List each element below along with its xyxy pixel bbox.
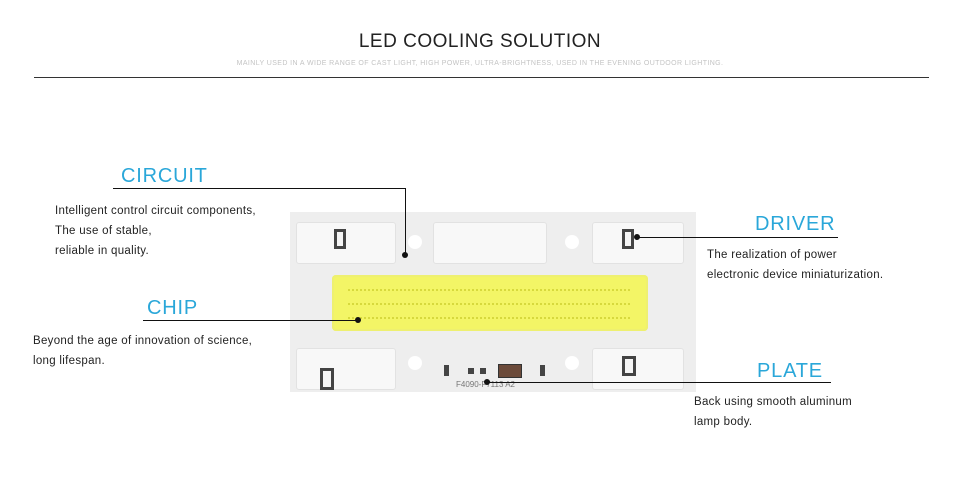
chip-heading: CHIP [147, 297, 198, 319]
component-top-left-inner [337, 232, 343, 246]
circuit-pointer-dot [402, 252, 408, 258]
driver-line-1: The realization of power [707, 249, 837, 261]
driver-line-2: electronic device miniaturization. [707, 269, 884, 281]
bottom-left-pad [296, 348, 396, 390]
plate-pointer-dot [484, 379, 490, 385]
chip-pointer-dot [355, 317, 361, 323]
chip-line-1: Beyond the age of innovation of science, [33, 335, 253, 347]
driver-heading: DRIVER [755, 213, 836, 235]
chip-leader-line [143, 320, 358, 321]
header-divider [34, 77, 929, 78]
circuit-line-2: The use of stable, [55, 225, 152, 237]
plate-heading: PLATE [757, 360, 823, 382]
circuit-line-3: reliable in quality. [55, 245, 150, 257]
mount-hole-bottom-right [565, 356, 579, 370]
component-bottom-right-inner [625, 359, 633, 373]
page-title: LED COOLING SOLUTION [358, 31, 602, 52]
plate-leader-line [487, 382, 831, 383]
driver-pointer-dot [634, 234, 640, 240]
chip-led-row [348, 289, 632, 291]
circuit-description: Intelligent control circuit components, … [55, 201, 256, 261]
plate-line-1: Back using smooth aluminum [694, 396, 853, 408]
plate-description: Back using smooth aluminum lamp body. [694, 392, 852, 432]
component-bottom-left-inner [323, 371, 331, 387]
chip-line-2: long lifespan. [33, 355, 105, 367]
bottom-right-pad [592, 348, 684, 390]
circuit-line-1: Intelligent control circuit components, [55, 205, 256, 217]
chip-led-row [348, 317, 632, 319]
driver-description: The realization of power electronic devi… [707, 245, 883, 285]
chip-description: Beyond the age of innovation of science,… [33, 331, 252, 371]
capacitor [444, 365, 449, 376]
top-right-pad [592, 222, 684, 264]
circuit-leader-line [113, 188, 406, 189]
component-top-right-inner [625, 232, 631, 246]
plate-line-2: lamp body. [694, 416, 753, 428]
page-subtitle: MAINLY USED IN A WIDE RANGE OF CAST LIGH… [236, 60, 724, 67]
circuit-heading: CIRCUIT [121, 165, 208, 187]
smd-part [468, 368, 474, 374]
top-center-pad [433, 222, 547, 264]
capacitor [540, 365, 545, 376]
mount-hole-top-right [565, 235, 579, 249]
mount-hole-top-left [408, 235, 422, 249]
chip-led-row [348, 303, 632, 305]
driver-leader-line [637, 237, 838, 238]
mount-hole-bottom-left [408, 356, 422, 370]
driver-ic [498, 364, 522, 378]
top-left-pad [296, 222, 396, 264]
smd-part [480, 368, 486, 374]
circuit-leader-line-vertical [405, 188, 406, 254]
